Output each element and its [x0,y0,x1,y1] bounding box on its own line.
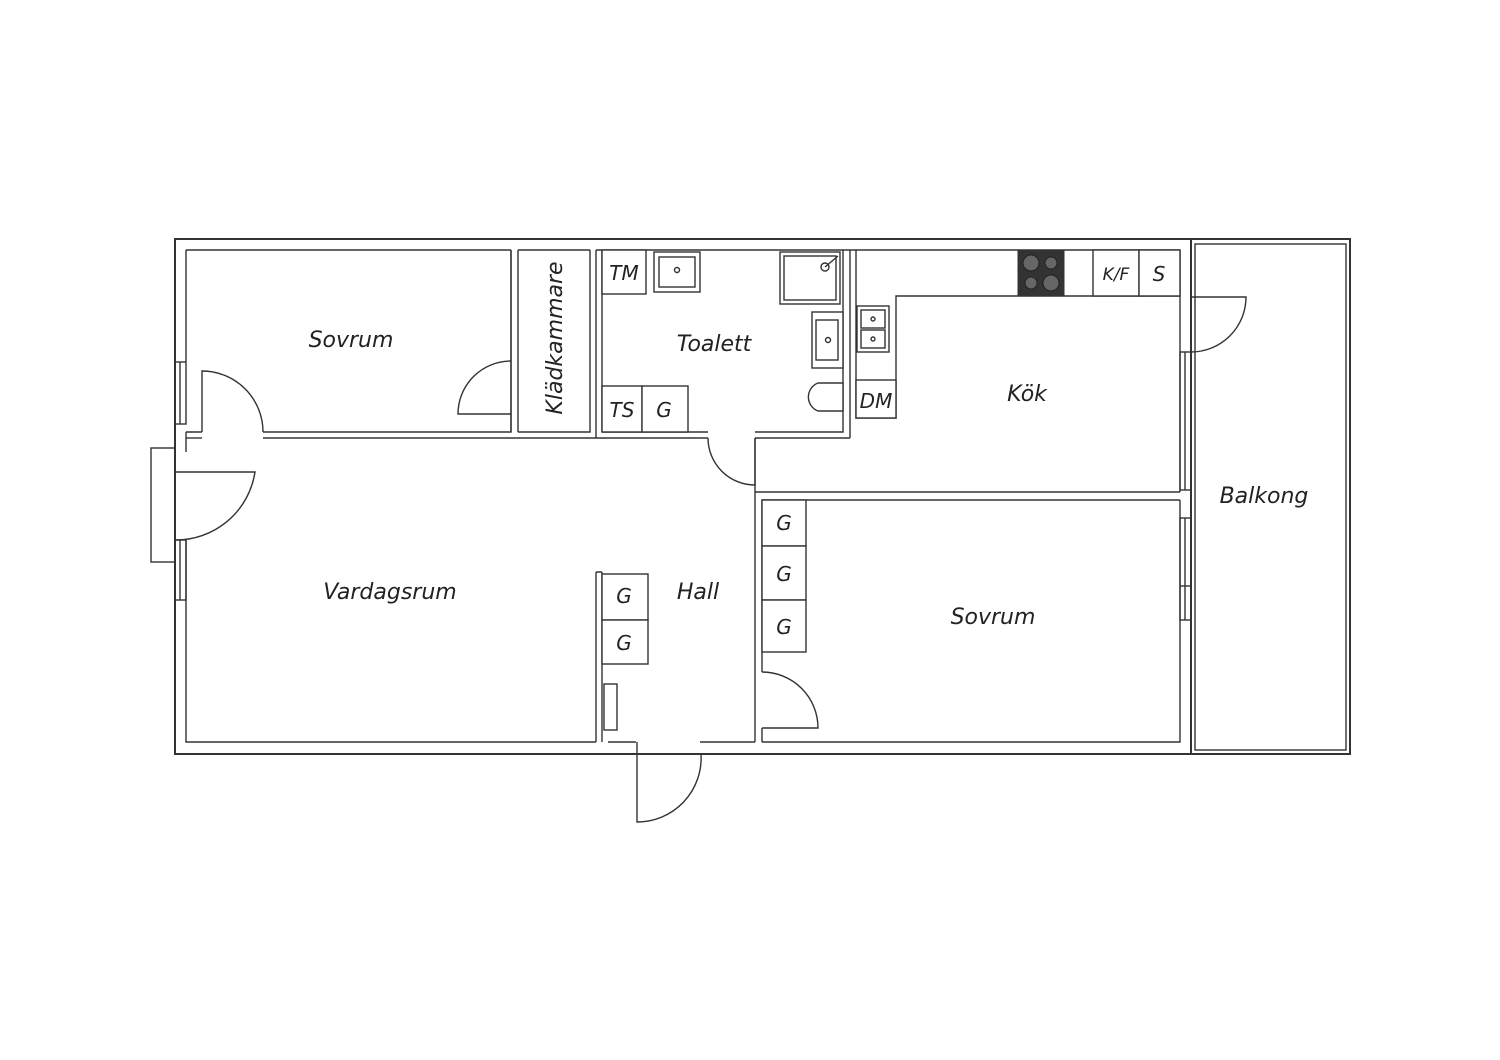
room-label-kladkammare: Klädkammare [543,261,568,414]
room-label-vardagsrum: Vardagsrum [323,580,456,605]
label-kf: K/F [1103,265,1130,285]
label-g-toilet: G [656,398,672,422]
toilet-icon [807,382,844,412]
label-dm: DM [860,389,893,413]
outer-walls [174,238,1192,755]
windows [150,351,1192,621]
kitchen-sink-icon [856,305,890,353]
kitchen-fixtures [855,249,1181,419]
label-s: S [1153,262,1166,286]
wardrobes [601,499,807,731]
balcony-outline [1190,238,1351,755]
room-label-sovrum-east: Sovrum [951,605,1036,630]
room-label-toalett: Toalett [677,332,753,357]
interior-walls [186,249,1180,742]
stove-icon [1017,249,1065,297]
label-g-hall-1: G [616,584,632,608]
label-g-bedroom-3: G [776,615,792,639]
radiator-icon [603,683,618,731]
doors [174,296,1247,823]
room-label-hall: Hall [677,580,719,605]
label-g-bedroom-1: G [776,511,792,535]
bathroom-fixtures [601,249,844,433]
label-tm: TM [609,261,638,285]
room-label-kok: Kök [1007,382,1048,407]
room-label-balkong: Balkong [1220,484,1309,509]
label-g-hall-2: G [616,631,632,655]
room-label-sovrum-north: Sovrum [309,328,394,353]
label-g-bedroom-2: G [776,562,792,586]
label-ts: TS [610,398,635,422]
washing-machine-box [601,249,647,295]
